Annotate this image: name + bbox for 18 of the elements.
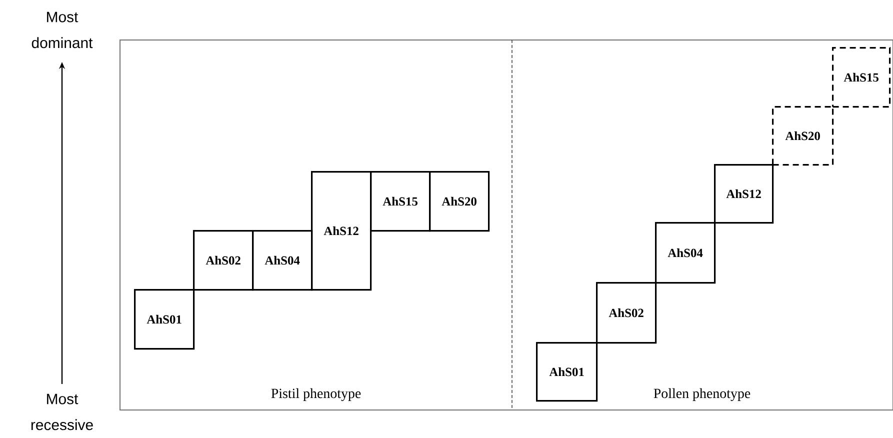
allele-box: AhS01 [134,289,195,350]
panel [120,40,512,410]
allele-box: AhS02 [193,230,254,291]
allele-box: AhS02 [596,282,657,344]
allele-box: AhS04 [252,230,313,291]
panel-title: Pistil phenotype [271,388,361,401]
allele-box: AhS15 [370,171,431,232]
allele-box: AhS12 [311,171,372,291]
panel [512,40,893,410]
axis-label: Most recessive [31,394,93,430]
axis-label: Most dominant [32,12,93,48]
dashed-box: AhS20 [772,106,834,166]
allele-box: AhS12 [714,164,774,224]
panel-title: Pollen phenotype [654,388,750,401]
allele-box: AhS04 [655,222,716,284]
dashed-box: AhS15 [832,47,891,108]
allele-box: AhS01 [536,342,598,402]
allele-box: AhS20 [429,171,490,232]
